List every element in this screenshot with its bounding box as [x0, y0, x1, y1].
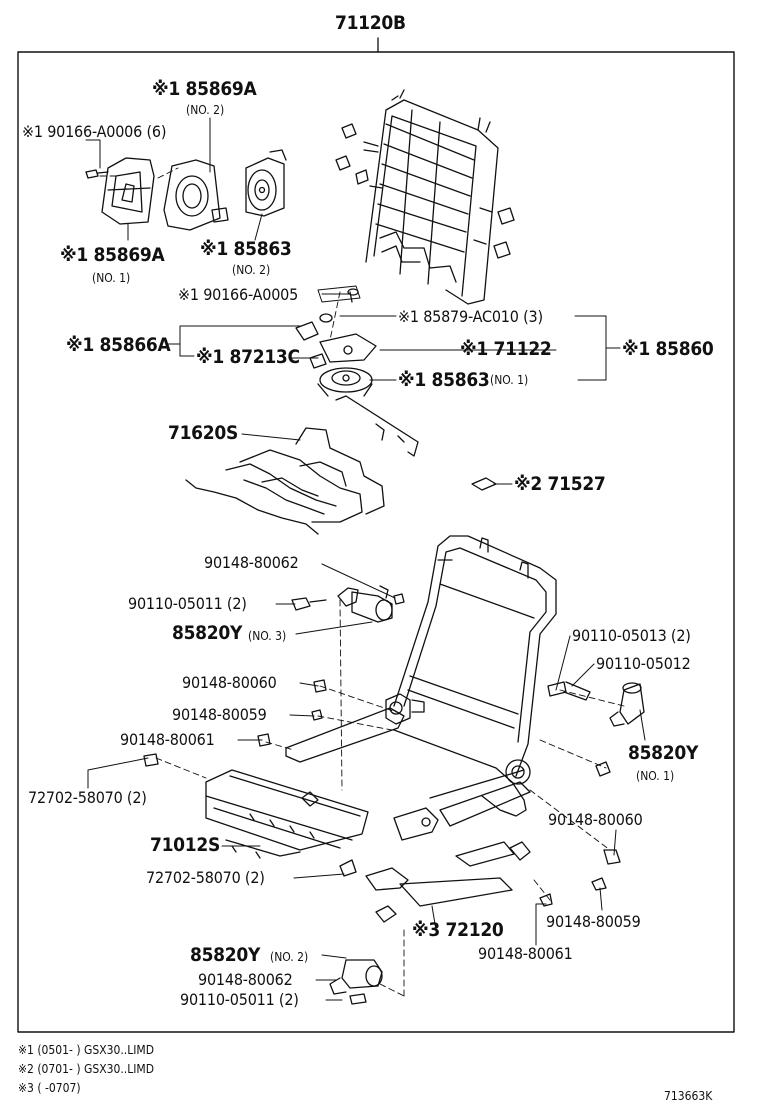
label-90110-05011-lower: 90110-05011 (2): [180, 990, 299, 1009]
label-90110-05013: 90110-05013 (2): [572, 626, 691, 645]
recliner-cover-plate-no2: [163, 159, 229, 231]
label-85869a-no1: ※1 85869A: [60, 244, 165, 266]
label-85820y-no3: 85820Y: [172, 622, 243, 644]
bolts-90110-05012-05013: [547, 681, 591, 701]
label-85863-no2-sub: (NO. 2): [232, 263, 271, 277]
slide-motor-and-links: [301, 781, 531, 923]
screw-90166-a0006: [85, 169, 109, 179]
label-85820y-no3-sub: (NO. 3): [248, 629, 287, 643]
label-90148-80062-lower: 90148-80062: [198, 970, 293, 989]
seat-cushion-frame: [285, 693, 531, 817]
recliner-cam-assembly: [295, 285, 377, 397]
label-90166-a0006: ※1 90166-A0006 (6): [22, 122, 167, 141]
label-71012s: 71012S: [150, 834, 220, 856]
label-90148-80060-left: 90148-80060: [182, 673, 277, 692]
motor-85820y-no3: [337, 585, 393, 623]
diagram-frame: [17, 51, 735, 1033]
label-90110-05011-upper: 90110-05011 (2): [128, 594, 247, 613]
seatback-spring-frame: [365, 89, 499, 305]
label-85820y-no1: 85820Y: [628, 742, 699, 764]
label-85820y-no2-sub: (NO. 2): [270, 950, 309, 964]
footnote-1: ※1 (0501- ) GSX30..LIMD: [18, 1043, 155, 1057]
label-85879-ac010: ※1 85879-AC010 (3): [398, 307, 543, 326]
label-85863-no2: ※1 85863: [200, 238, 292, 260]
motor-85820y-no1: [609, 682, 645, 727]
label-72702-58070-upper: 72702-58070 (2): [28, 788, 147, 807]
label-90148-80060-right: 90148-80060: [548, 810, 643, 829]
motor-85820y-no2: [329, 959, 383, 1005]
label-85869a-no2-sub: (NO. 2): [186, 103, 225, 117]
seatback-clips: [335, 123, 515, 259]
seat-adjuster-rail-71012s: [205, 769, 369, 859]
label-90110-05012: 90110-05012: [596, 654, 691, 673]
label-72120: ※3 72120: [412, 919, 504, 941]
label-85863-no1-sub: (NO. 1): [490, 373, 529, 387]
footnote-2: ※2 (0701- ) GSX30..LIMD: [18, 1062, 155, 1076]
label-85820y-no2: 85820Y: [190, 944, 261, 966]
fasteners-left: [143, 679, 327, 767]
label-85863-no1: ※1 85863: [398, 369, 490, 391]
label-90166-a0005: ※1 90166-A0005: [178, 285, 299, 304]
label-87213c: ※1 87213C: [196, 346, 300, 368]
footnote-3: ※3 ( -0707): [18, 1081, 81, 1095]
label-85860: ※1 85860: [622, 338, 714, 360]
label-90148-80061-right: 90148-80061: [478, 944, 573, 963]
label-85866a: ※1 85866A: [66, 334, 171, 356]
label-72702-58070-lower: 72702-58070 (2): [146, 868, 265, 887]
pad-71527: [471, 477, 497, 491]
nut-90148-80062-upper: [393, 593, 405, 605]
label-90148-80062-upper: 90148-80062: [204, 553, 299, 572]
label-71122: ※1 71122: [460, 338, 552, 360]
bolt-90110-05011-upper: [291, 597, 327, 611]
figure-code: 713663K: [664, 1089, 713, 1103]
fasteners-right: [539, 849, 621, 907]
label-85820y-no1-sub: (NO. 1): [636, 769, 675, 783]
lifter-motor-85863-no2: [245, 149, 287, 217]
label-90148-80061-left: 90148-80061: [120, 730, 215, 749]
label-90148-80059-left: 90148-80059: [172, 705, 267, 724]
washer-right: [595, 761, 611, 777]
label-85869a-no1-sub: (NO. 1): [92, 271, 131, 285]
seat-back-frame: [393, 535, 557, 777]
cushion-spring-71620s: [185, 395, 419, 535]
label-85869a-no2: ※1 85869A: [152, 78, 257, 100]
label-90148-80059-right: 90148-80059: [546, 912, 641, 931]
dashed-alignment-lines: [99, 167, 625, 997]
label-71527: ※2 71527: [514, 473, 606, 495]
recliner-cover-plate-no1: [101, 157, 155, 225]
label-71620s: 71620S: [168, 422, 238, 444]
top-part-number: 71120B: [335, 12, 406, 34]
